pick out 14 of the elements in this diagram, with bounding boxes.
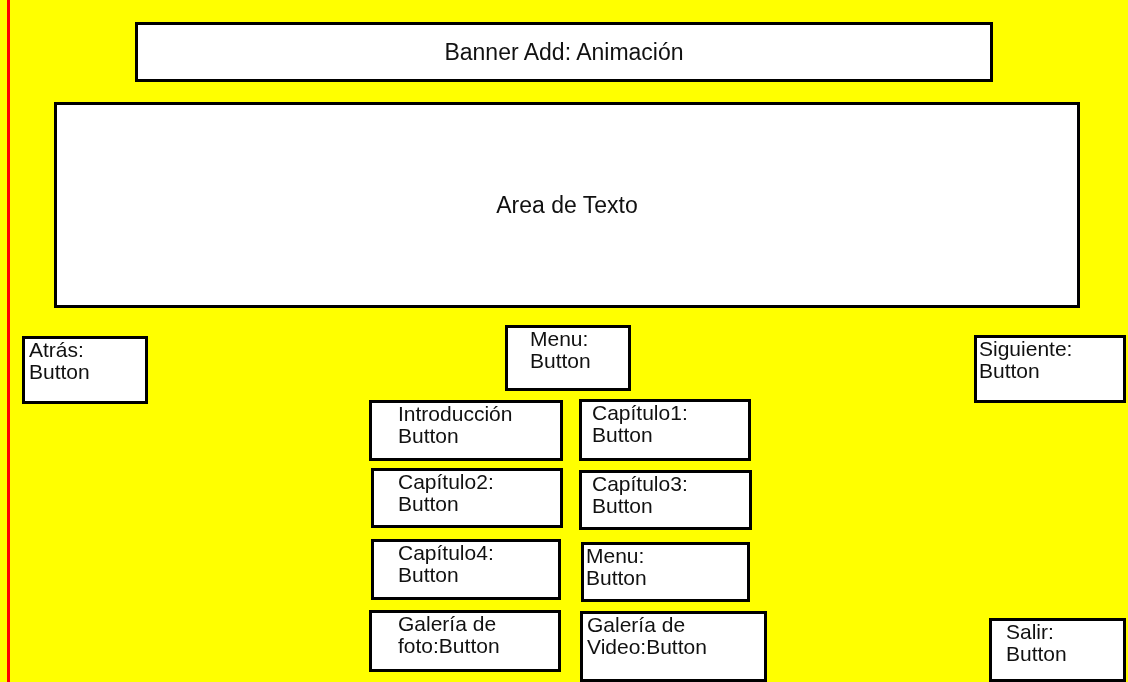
banner-box: Banner Add: Animación [135, 22, 993, 82]
placeholder-field: Galería de foto:Button [369, 610, 561, 672]
placeholder-field: Capítulo4: Button [371, 539, 561, 600]
placeholder-field: Siguiente: Button [974, 335, 1126, 403]
placeholder-field: Menu: Button [505, 325, 631, 391]
placeholder-field: Capítulo1: Button [579, 399, 751, 461]
placeholder-field: Capítulo3: Button [579, 470, 752, 530]
placeholder-field: Introducción Button [369, 400, 563, 461]
text-area-box: Area de Texto [54, 102, 1080, 308]
placeholder-field: Galería de Video:Button [580, 611, 767, 682]
placeholder-field: Capítulo2: Button [371, 468, 563, 528]
placeholder-field: Atrás: Button [22, 336, 148, 404]
placeholder-field: Menu: Button [581, 542, 750, 602]
placeholder-field: Salir: Button [989, 618, 1126, 682]
